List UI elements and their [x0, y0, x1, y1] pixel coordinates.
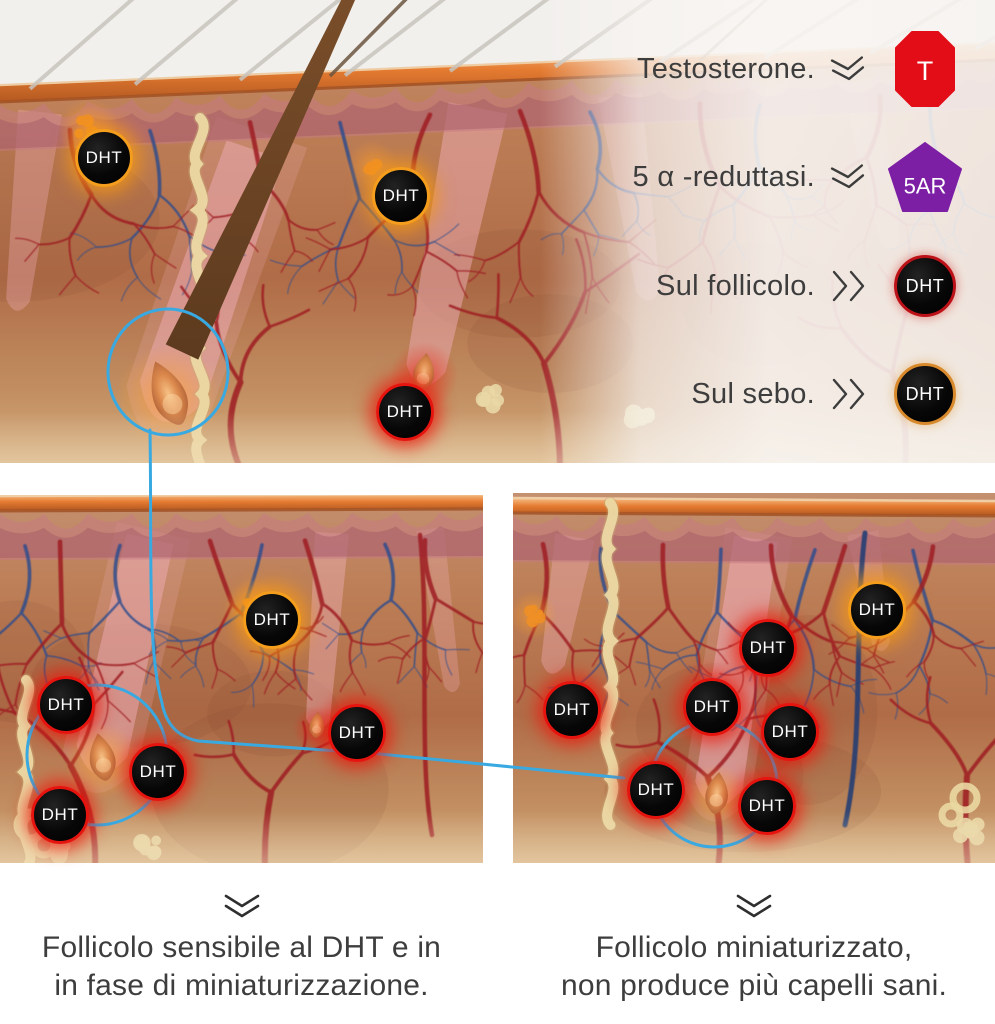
caption-bottom-right: Follicolo miniaturizzato, non produce pi… — [513, 893, 995, 1005]
dht-badge-label: DHT — [139, 762, 177, 781]
dht-badge-orange: DHT — [372, 167, 430, 225]
dht-badge-label: DHT — [41, 805, 79, 824]
dht-badge-red: DHT — [543, 681, 601, 739]
dht-badge-label: DHT — [748, 796, 786, 815]
dht-badge-label: DHT — [338, 723, 376, 742]
caption-line: Follicolo sensibile al DHT e in — [41, 931, 442, 964]
dht-badge-label: DHT — [382, 186, 420, 205]
caption-bottom-left: Follicolo sensibile al DHT e in in fase … — [0, 893, 483, 1005]
dht-badge-red: DHT — [31, 786, 89, 844]
dht-badge-label: DHT — [85, 148, 123, 167]
dht-badge-label: DHT — [553, 700, 591, 719]
dht-badge-label: DHT — [386, 402, 424, 421]
dht-badge-red: DHT — [761, 703, 819, 761]
dht-badge-red: DHT — [683, 678, 741, 736]
dht-badge-label: DHT — [771, 722, 809, 741]
dht-badge-orange: DHT — [243, 591, 301, 649]
dht-badge-red: DHT — [738, 777, 796, 835]
caption-line: Follicolo miniaturizzato, — [595, 931, 913, 964]
legend-fade-overlay — [540, 0, 995, 463]
caption-line: non produce più capelli sani. — [560, 969, 948, 1002]
dht-badge-red: DHT — [627, 761, 685, 819]
dht-badge-label: DHT — [253, 610, 291, 629]
caption-line: in fase di miniaturizzazione. — [54, 969, 429, 1002]
dht-badge-red: DHT — [129, 743, 187, 801]
dht-badge-red: DHT — [376, 383, 434, 441]
dht-badge-label: DHT — [637, 780, 675, 799]
double-down-chevron-icon — [736, 894, 772, 918]
dht-badge-label: DHT — [749, 638, 787, 657]
dht-badge-label: DHT — [693, 697, 731, 716]
double-down-chevron-icon — [224, 894, 259, 918]
dht-badge-red: DHT — [37, 676, 95, 734]
dht-badge-label: DHT — [858, 600, 896, 619]
dht-badge-label: DHT — [47, 695, 85, 714]
dht-badge-red: DHT — [328, 704, 386, 762]
dht-badge-orange: DHT — [848, 581, 906, 639]
dht-badge-red: DHT — [739, 619, 797, 677]
dht-badge-orange: DHT — [75, 129, 133, 187]
